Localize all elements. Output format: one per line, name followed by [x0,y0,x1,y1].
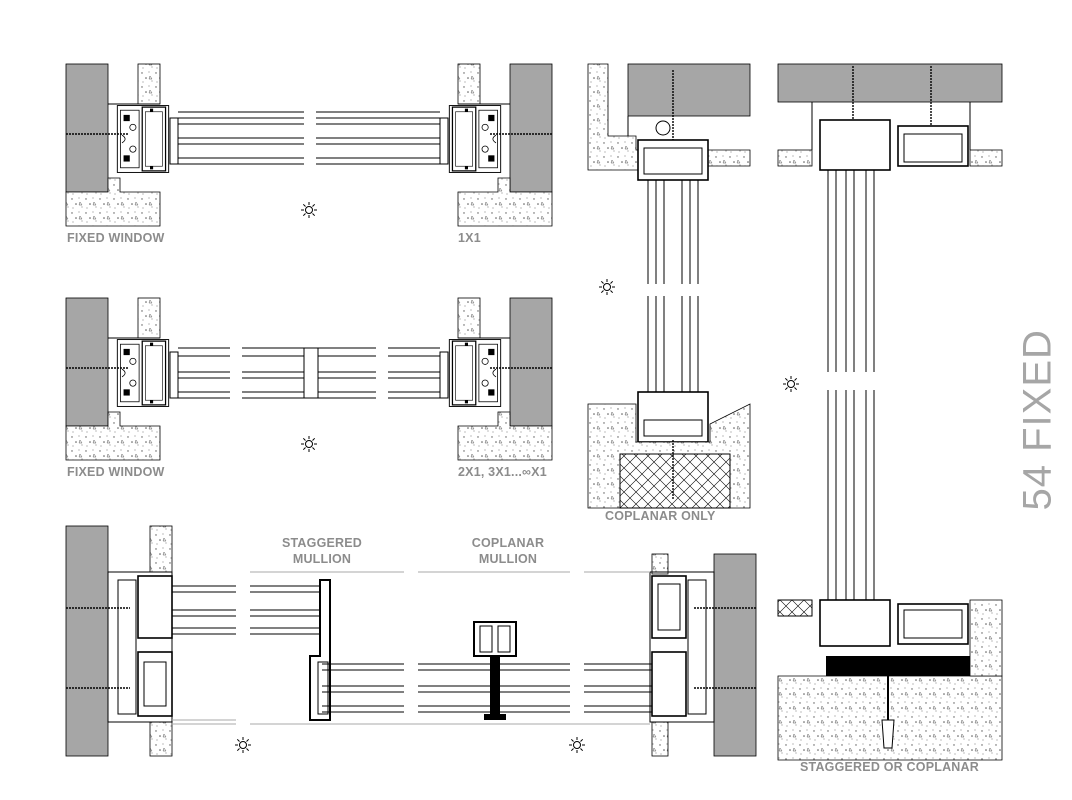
sun-icon [568,736,586,754]
label-config-multi: 2X1, 3X1...∞X1 [458,465,547,479]
label-coplanar-line-1: COPLANAR [471,536,545,550]
label-fixed-window-2: FIXED WINDOW [67,465,165,479]
label-staggered-mullion: STAGGERED MULLION [262,535,382,567]
detail-vertical-coplanar [587,63,751,509]
label-staggered-line-1: STAGGERED [281,536,363,550]
detail-vertical-staggered-coplanar [777,63,1003,761]
sun-icon [598,278,616,296]
page-title: 54 FIXED [1015,329,1060,511]
sun-icon [234,736,252,754]
label-coplanar-mullion: COPLANAR MULLION [448,535,568,567]
label-staggered-line-2: MULLION [292,552,352,566]
detail-mullions [65,525,757,757]
label-staggered-or-coplanar: STAGGERED OR COPLANAR [800,760,979,774]
detail-fixed-window-multi [65,297,553,461]
sun-icon [782,375,800,393]
label-fixed-window-1: FIXED WINDOW [67,231,165,245]
sun-icon [300,201,318,219]
detail-fixed-window-1x1 [65,63,553,227]
label-config-1x1: 1X1 [458,231,481,245]
label-coplanar-only: COPLANAR ONLY [605,509,716,523]
sun-icon [300,435,318,453]
label-coplanar-line-2: MULLION [478,552,538,566]
